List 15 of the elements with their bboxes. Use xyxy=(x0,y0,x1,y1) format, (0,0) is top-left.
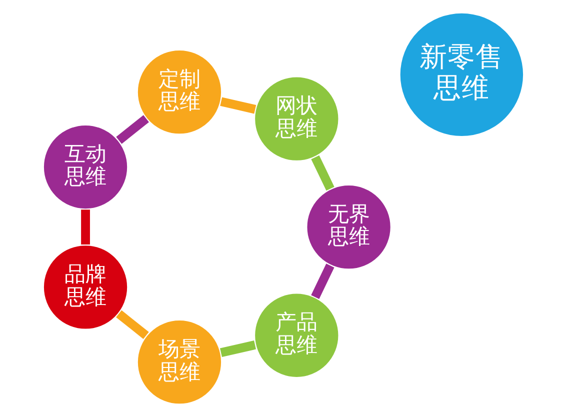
connector xyxy=(219,340,256,357)
node-circle: 场景思维 xyxy=(135,318,223,406)
connector xyxy=(116,310,148,339)
node-circle: 定制思维 xyxy=(135,48,223,136)
node-circle: 互动思维 xyxy=(41,123,129,211)
node-circle: 品牌思维 xyxy=(41,244,129,331)
connector xyxy=(310,264,334,299)
connector xyxy=(116,115,148,144)
node-circle: 产品思维 xyxy=(252,292,340,379)
node-circle: 网状思维 xyxy=(252,75,340,162)
node-circle: 无界思维 xyxy=(304,184,392,271)
connector xyxy=(80,210,90,244)
node-circle: 新零售思维 xyxy=(398,11,525,138)
connector xyxy=(220,97,256,114)
connector xyxy=(310,155,334,191)
